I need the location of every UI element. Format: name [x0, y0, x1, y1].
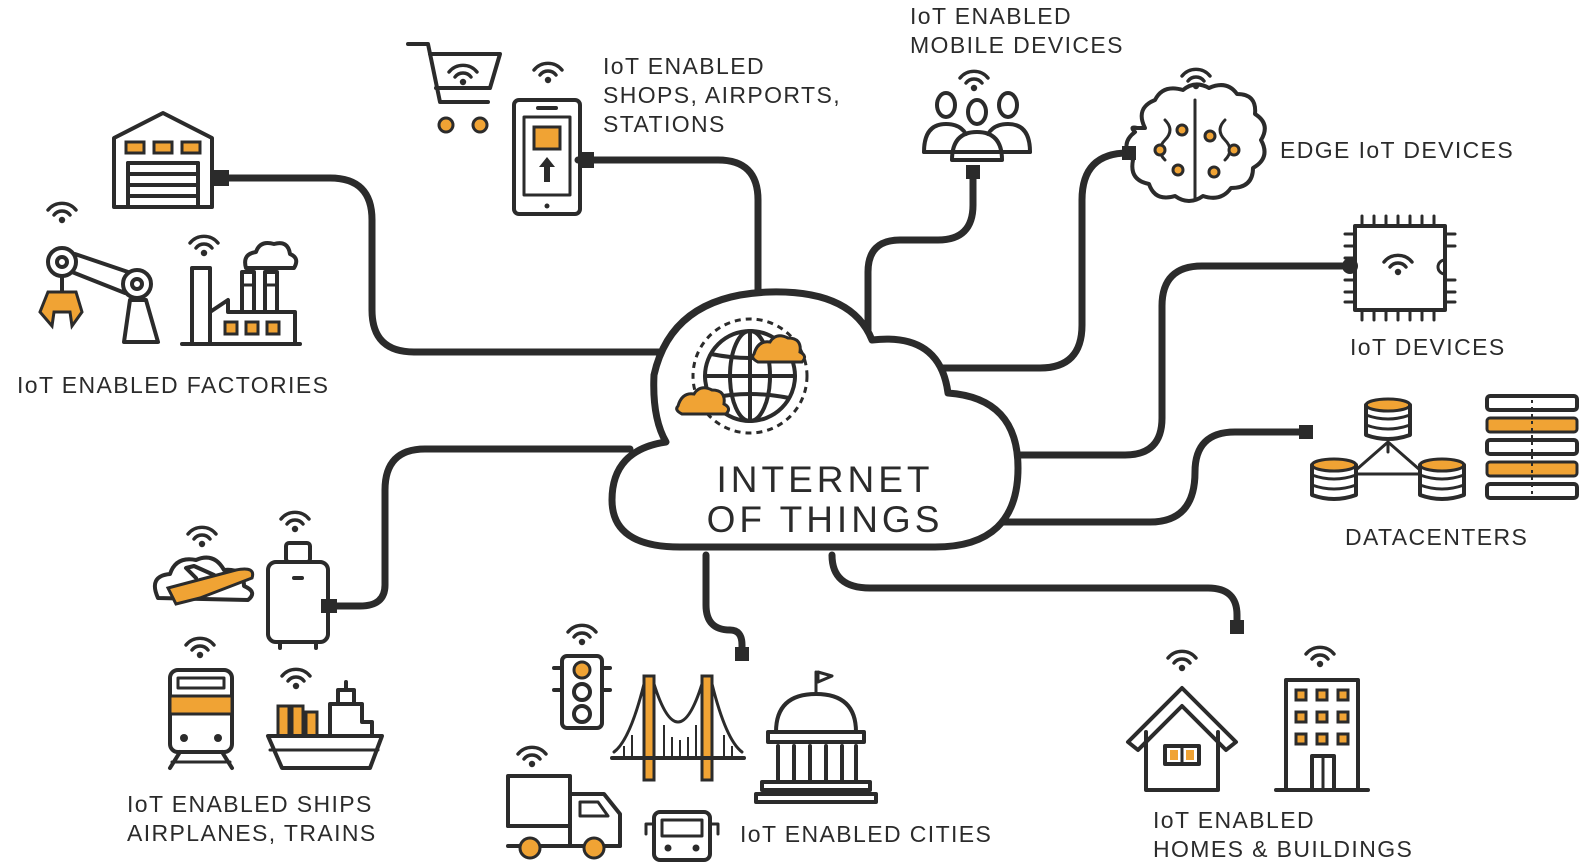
luggage-icon	[266, 541, 330, 650]
label-devices-text: IoT DEVICES	[1350, 334, 1506, 360]
shopping-cart-icon	[406, 42, 502, 134]
wifi-icon	[532, 61, 564, 85]
globe-icon	[675, 317, 809, 435]
wifi-icon	[280, 667, 312, 691]
airplane-icon	[153, 555, 255, 606]
house-icon	[1126, 686, 1238, 792]
wifi-icon	[516, 745, 548, 769]
robot-arm-icon	[38, 246, 160, 344]
label-homes-line2: HOMES & BUILDINGS	[1153, 836, 1414, 862]
center-title-line2: OF THINGS	[706, 499, 944, 540]
label-datacenters-text: DATACENTERS	[1345, 524, 1529, 550]
label-transport: IoT ENABLED SHIPS AIRPLANES, TRAINS	[127, 790, 377, 848]
line-transport	[326, 445, 634, 610]
wifi-icon	[566, 623, 598, 647]
wifi-icon	[184, 636, 216, 660]
line-devices	[996, 262, 1352, 459]
warehouse-icon	[112, 111, 214, 209]
brain-circuit-icon	[1124, 82, 1267, 203]
factory-icon	[180, 241, 302, 346]
smartphone-icon	[512, 98, 582, 216]
label-mobile-line2: MOBILE DEVICES	[910, 32, 1124, 58]
line-edge	[931, 149, 1132, 372]
line-homes	[828, 551, 1241, 632]
server-rack-icon	[1485, 394, 1579, 500]
wifi-icon	[186, 525, 218, 549]
label-edge: EDGE IoT DEVICES	[1280, 136, 1514, 165]
label-shops-line1: IoT ENABLED	[603, 53, 765, 79]
wifi-icon	[279, 510, 311, 534]
truck-icon	[506, 774, 622, 860]
office-building-icon	[1274, 678, 1370, 792]
label-edge-text: EDGE IoT DEVICES	[1280, 137, 1515, 163]
label-mobile: IoT ENABLED MOBILE DEVICES	[910, 2, 1124, 60]
label-cities: IoT ENABLED CITIES	[740, 820, 992, 849]
people-group-icon	[922, 91, 1032, 162]
label-homes: IoT ENABLED HOMES & BUILDINGS	[1153, 806, 1413, 864]
microchip-icon	[1342, 214, 1457, 322]
label-factories: IoT ENABLED FACTORIES	[17, 371, 329, 400]
capitol-building-icon	[754, 670, 878, 804]
wifi-icon	[1382, 253, 1414, 277]
train-icon	[168, 668, 234, 770]
label-transport-line1: IoT ENABLED SHIPS	[127, 791, 373, 817]
label-shops-line3: STATIONS	[603, 111, 726, 137]
label-datacenters: DATACENTERS	[1345, 523, 1528, 552]
line-datacenters	[996, 428, 1312, 526]
wifi-icon	[958, 69, 990, 93]
label-mobile-line1: IoT ENABLED	[910, 3, 1072, 29]
line-cities	[702, 551, 746, 660]
database-icon	[1310, 397, 1466, 501]
line-shops	[574, 156, 762, 314]
line-mobile	[864, 168, 977, 334]
label-shops: IoT ENABLED SHOPS, AIRPORTS, STATIONS	[603, 52, 841, 139]
center-title: INTERNET OF THINGS	[690, 460, 960, 540]
wifi-icon	[1166, 649, 1198, 673]
label-transport-line2: AIRPLANES, TRAINS	[127, 820, 377, 846]
label-homes-line1: IoT ENABLED	[1153, 807, 1315, 833]
wifi-icon	[46, 201, 78, 225]
label-cities-text: IoT ENABLED CITIES	[740, 821, 993, 847]
ship-icon	[266, 680, 384, 770]
label-devices: IoT DEVICES	[1350, 333, 1506, 362]
wifi-icon	[447, 63, 479, 87]
traffic-light-icon	[552, 654, 612, 730]
center-title-line1: INTERNET	[716, 459, 934, 500]
wifi-icon	[188, 234, 220, 258]
wifi-icon	[1304, 645, 1336, 669]
bridge-icon	[610, 674, 746, 782]
line-factories	[218, 174, 664, 356]
label-shops-line2: SHOPS, AIRPORTS,	[603, 82, 841, 108]
bus-icon	[644, 810, 720, 862]
label-factories-text: IoT ENABLED FACTORIES	[17, 372, 330, 398]
